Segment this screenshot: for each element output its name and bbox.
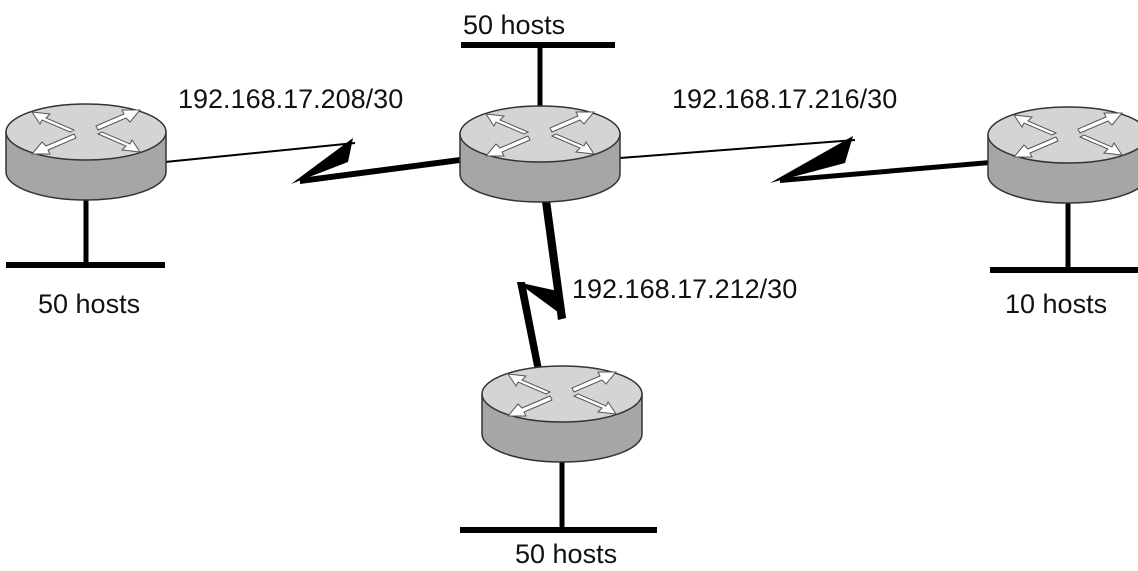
serial-link-bottom: [517, 200, 566, 386]
lan-label-bottom: 50 hosts: [515, 539, 617, 569]
lan-segment-center: [461, 42, 615, 110]
lan-label-center: 50 hosts: [463, 10, 565, 40]
router-bottom[interactable]: [481, 365, 643, 463]
serial-link-right: [619, 136, 990, 183]
subnet-label-right: 192.168.17.216/30: [672, 84, 897, 114]
router-right[interactable]: [987, 106, 1138, 204]
serial-link-left: [164, 138, 460, 184]
router-left[interactable]: [5, 103, 167, 201]
router-center[interactable]: [459, 105, 621, 203]
lan-label-right: 10 hosts: [1005, 289, 1107, 319]
subnet-label-left: 192.168.17.208/30: [178, 84, 403, 114]
lan-segment-right: [990, 200, 1138, 273]
lan-segment-left: [6, 195, 165, 268]
subnet-label-bottom: 192.168.17.212/30: [572, 274, 797, 304]
lan-label-left: 50 hosts: [38, 289, 140, 319]
